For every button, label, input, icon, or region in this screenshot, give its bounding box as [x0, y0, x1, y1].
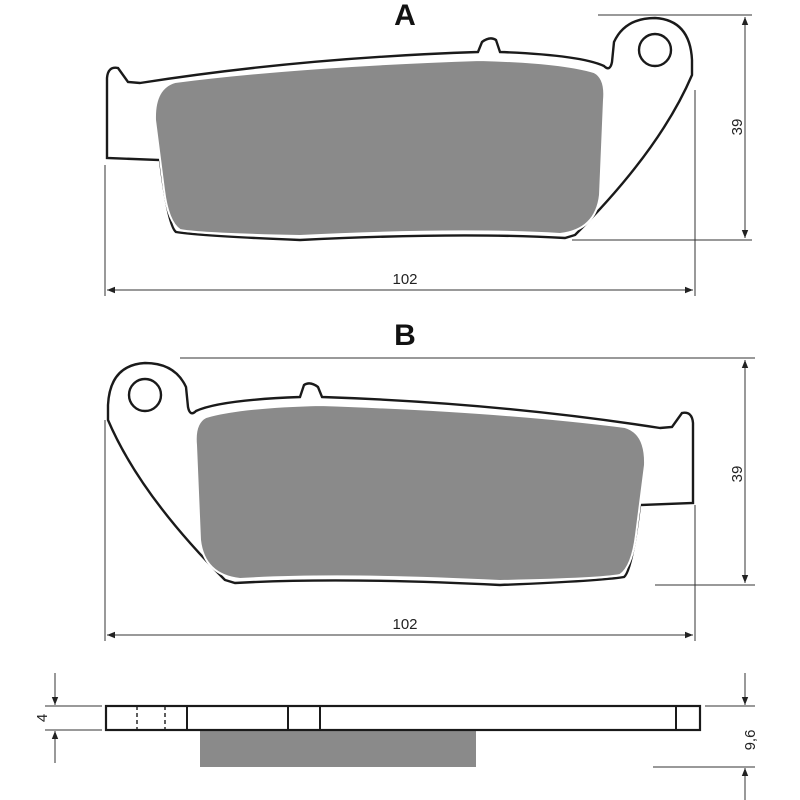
view-a-label: A — [394, 0, 416, 32]
side-view: 4 9,6 — [34, 673, 759, 800]
view-a: A 39 102 — [104, 0, 752, 296]
view-b: B 39 102 — [104, 319, 755, 641]
width-dim-b-label: 102 — [392, 616, 417, 633]
height-dim-a-label: 39 — [729, 119, 746, 136]
backing-plate-side — [104, 704, 702, 732]
pad-a-outline — [105, 16, 694, 242]
total-thickness-label: 9,6 — [742, 730, 759, 751]
friction-material-side — [200, 730, 476, 767]
view-b-label: B — [394, 319, 416, 352]
width-dim-a-label: 102 — [392, 271, 417, 288]
pad-b-outline — [106, 361, 695, 587]
plate-thickness-label: 4 — [34, 714, 51, 722]
height-dim-b-label: 39 — [729, 466, 746, 483]
